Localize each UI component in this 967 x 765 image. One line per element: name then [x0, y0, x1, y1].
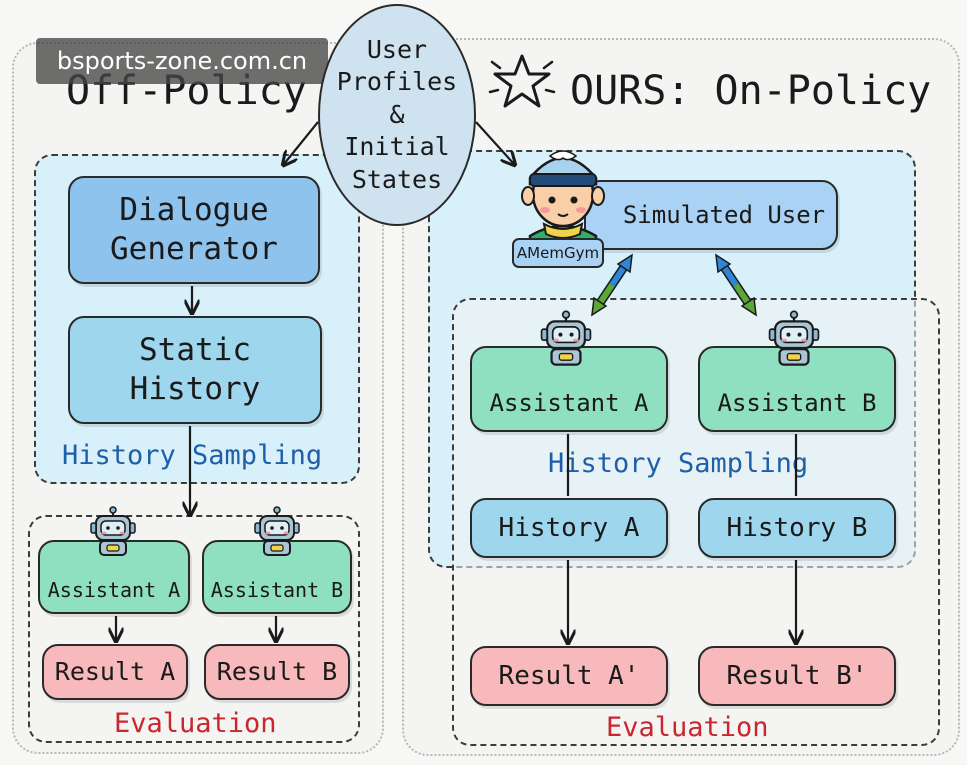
robot-icon-off-a [90, 506, 136, 556]
history-a-node: History A [470, 498, 668, 558]
result-b-node-on: Result B' [698, 646, 896, 706]
static-history-node: Static History [68, 316, 322, 424]
history-sampling-label-on: History Sampling [548, 448, 809, 479]
robot-icon-off-b [254, 506, 300, 556]
interaction-arrow-b [715, 253, 757, 317]
history-b-node: History B [698, 498, 896, 558]
evaluation-label-on: Evaluation [606, 712, 769, 743]
arrow-profiles-to-user [475, 121, 514, 164]
star-icon [488, 54, 556, 108]
user-profiles-text: User Profiles & Initial States [336, 34, 458, 194]
on-policy-title: OURS: On-Policy [570, 68, 932, 114]
watermark: bsports-zone.com.cn [36, 38, 328, 84]
evaluation-label-off: Evaluation [114, 708, 277, 739]
simulated-user-avatar-icon [521, 150, 605, 254]
user-profiles-ellipse: User Profiles & Initial States [318, 4, 476, 226]
robot-icon-on-a [540, 310, 592, 366]
arrow-profiles-to-generator [284, 121, 319, 164]
amemgym-badge: AMemGym [512, 238, 604, 268]
simulated-user-node: Simulated User [584, 180, 838, 250]
dialogue-generator-node: Dialogue Generator [68, 176, 320, 284]
result-a-node-off: Result A [42, 644, 188, 700]
assistant-a-node-off: Assistant A [38, 540, 190, 614]
interaction-arrow-a [591, 253, 633, 317]
robot-icon-on-b [768, 310, 820, 366]
result-a-node-on: Result A' [470, 646, 668, 706]
history-sampling-label-off: History Sampling [62, 440, 323, 471]
result-b-node-off: Result B [204, 644, 350, 700]
